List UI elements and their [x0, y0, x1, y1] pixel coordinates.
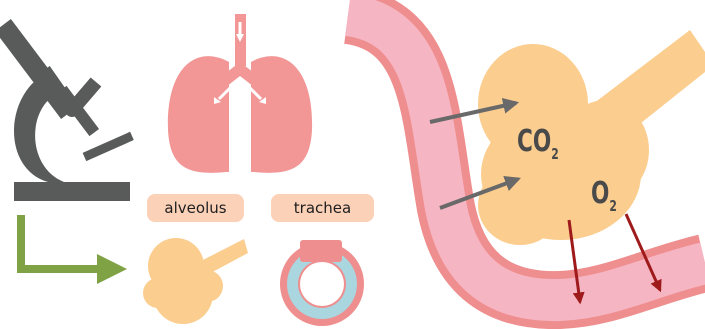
trachea-label: trachea	[271, 194, 374, 222]
o2-label-base: O	[591, 176, 609, 211]
lungs-icon	[168, 14, 312, 173]
co2-label-base: CO	[517, 124, 551, 159]
co2-label-subscript: 2	[551, 145, 559, 163]
co2-label: CO2	[517, 124, 559, 159]
microscope-icon	[0, 19, 134, 201]
trachea-cross-section-icon	[280, 240, 364, 326]
alveolus-label: alveolus	[147, 194, 244, 222]
large-alveolus-icon	[478, 30, 705, 245]
o2-label-subscript: 2	[609, 197, 617, 215]
small-alveolus-icon	[143, 238, 248, 324]
green-arrow	[21, 215, 127, 284]
o2-label: O2	[591, 176, 617, 211]
